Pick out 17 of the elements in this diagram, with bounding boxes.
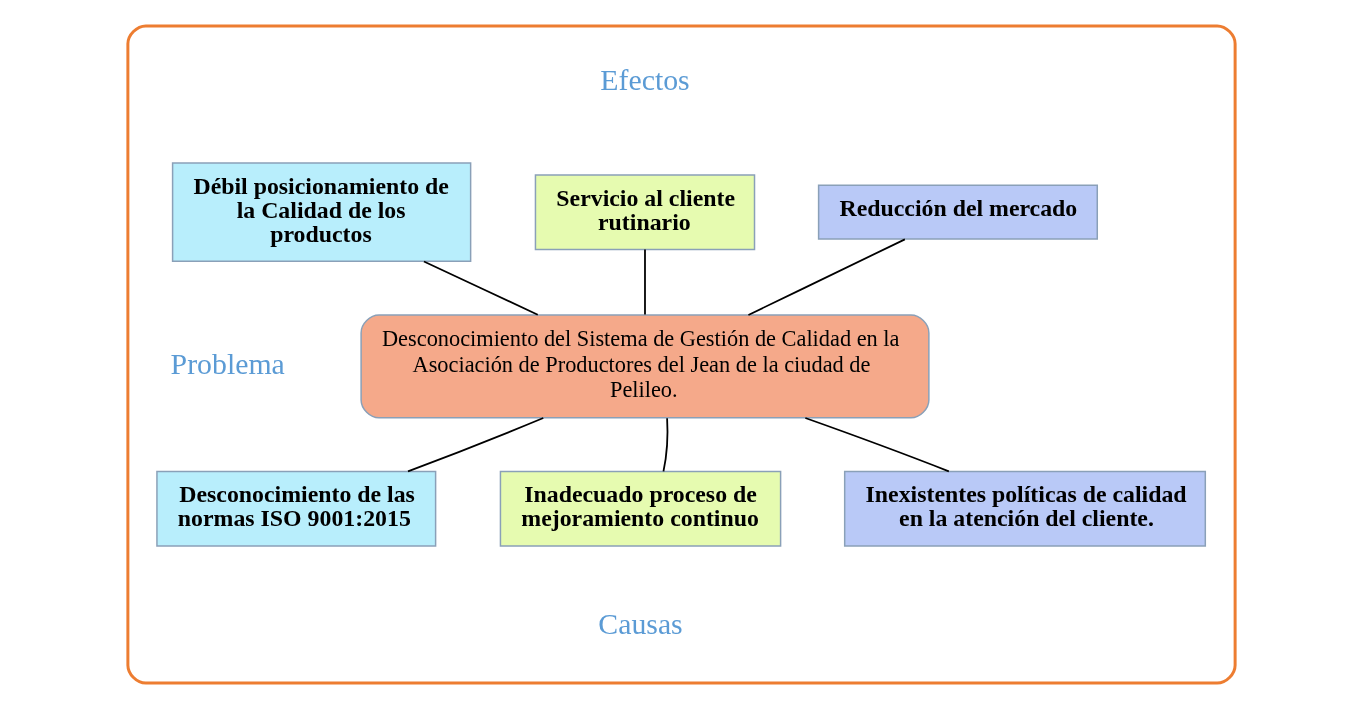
connector [747,238,906,316]
node-box: Reducción del mercado [817,184,1098,240]
cluster [125,24,1237,685]
connector [803,417,950,473]
node-box: Inadecuado proceso de mejoramiento continuo [499,470,781,547]
node-box: Servicio al cliente rutinario [534,174,755,251]
label: Problema [170,346,285,380]
connector [422,260,539,316]
label: Causas [597,606,683,640]
node-box: Desconocimiento de las normas ISO 9001:2015 [155,470,436,547]
connector [406,417,544,473]
connector [643,248,646,316]
node-box: Inexistentes políticas de calidad en la atención del cliente. [843,470,1206,547]
connector [662,417,668,473]
node-box: Débil posicionamiento de la Calidad de los productos [171,162,471,263]
node-box: Desconocimiento del Sistema de Gestión de Calidad en la Asociación de Productores del Jean de la ciudad de Pelileo. [359,314,930,419]
label: Efectos [599,62,690,96]
